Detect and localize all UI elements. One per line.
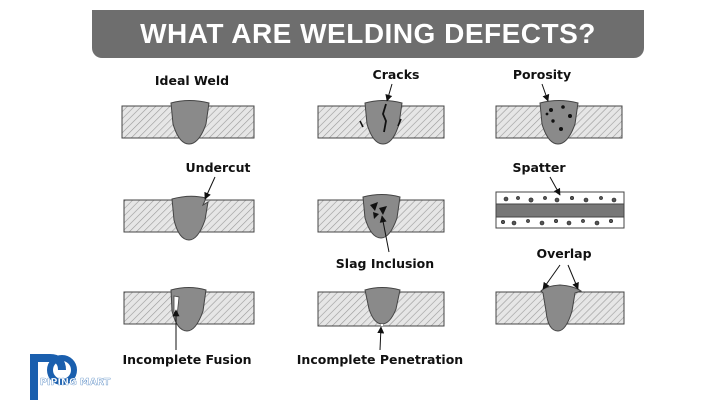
label-overlap: Overlap [536, 246, 591, 261]
label-cracks: Cracks [373, 67, 420, 82]
label-slag-inclusion: Slag Inclusion [336, 256, 434, 271]
defect-incomplete-fusion: Incomplete Fusion [122, 287, 255, 367]
weld-bead [170, 100, 210, 145]
label-porosity: Porosity [513, 67, 571, 82]
weld-strip [495, 203, 625, 218]
defect-porosity: Porosity [495, 67, 623, 145]
pointer-arrow [541, 83, 550, 102]
slag-particles [370, 202, 387, 219]
pointer-arrow [549, 176, 561, 196]
defect-slag-inclusion: Slag Inclusion [317, 194, 445, 271]
defect-incomplete-penetration: Incomplete Penetration [297, 287, 463, 367]
label-ideal-weld: Ideal Weld [155, 73, 229, 88]
label-undercut: Undercut [186, 160, 251, 175]
defect-cracks: Cracks [317, 67, 445, 145]
weld-bead [364, 100, 403, 145]
weld-bead [540, 284, 583, 332]
label-spatter: Spatter [513, 160, 567, 175]
defect-overlap: Overlap [495, 246, 625, 332]
weld-bead [171, 195, 209, 241]
crack-mark [397, 118, 402, 127]
pointer-arrow [379, 215, 390, 253]
weld-bead [170, 287, 207, 332]
defect-spatter: Spatter [495, 160, 625, 229]
label-incomplete-penetration: Incomplete Penetration [297, 352, 463, 367]
weld-bead [539, 100, 579, 145]
label-incomplete-fusion: Incomplete Fusion [122, 352, 251, 367]
weld-bead [364, 287, 401, 325]
spatter-droplets [500, 196, 617, 226]
pointer-arrow [542, 264, 561, 290]
page-title: WHAT ARE WELDING DEFECTS? [140, 18, 596, 49]
pointer-arrow [567, 264, 579, 290]
title-banner: WHAT ARE WELDING DEFECTS? [92, 10, 644, 58]
defect-ideal-weld: Ideal Weld [121, 73, 255, 145]
pointer-arrow [377, 326, 385, 351]
pointer-arrow [204, 176, 216, 200]
pores [545, 105, 572, 131]
pm-logo-icon: PIPING MART [30, 354, 111, 400]
logo-text: PIPING MART [40, 377, 111, 388]
pointer-arrow [385, 83, 393, 102]
defect-undercut: Undercut [123, 160, 255, 241]
crack-mark [382, 103, 387, 133]
crack-mark [359, 120, 364, 128]
